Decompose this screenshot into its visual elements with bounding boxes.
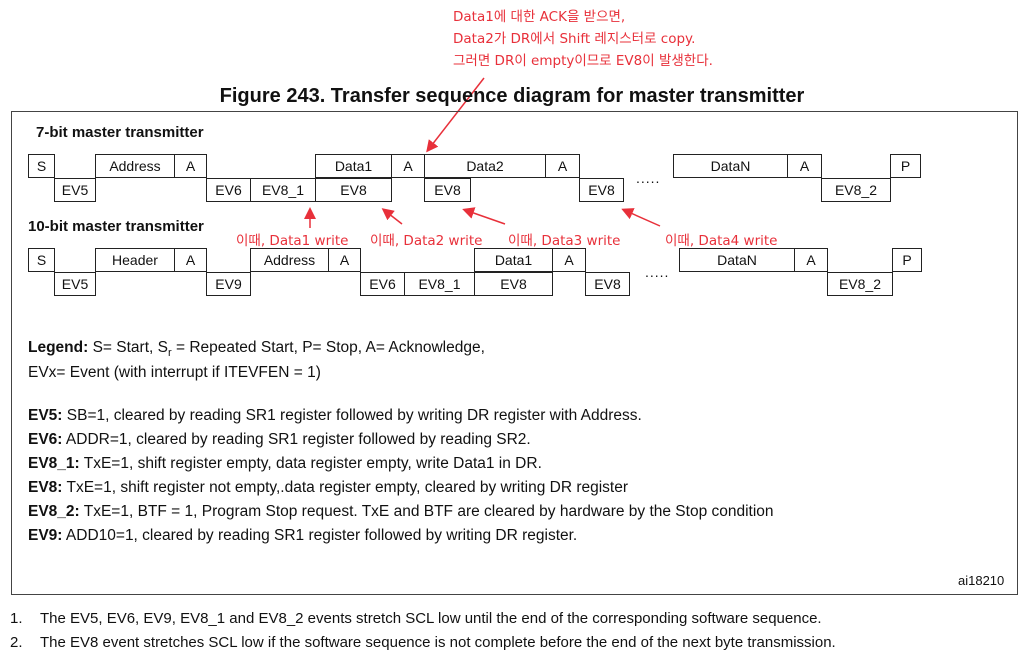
event-row: EV6: ADDR=1, cleared by reading SR1 regi… bbox=[28, 428, 774, 452]
legend-line-2: EVx= Event (with interrupt if ITEVFEN = … bbox=[28, 364, 321, 382]
event-name: EV9: bbox=[28, 527, 63, 544]
seven-bit-ack-cell: A bbox=[787, 154, 822, 178]
ten-bit-ev5-cell: EV5 bbox=[54, 272, 96, 296]
ten-bit-ev8-cell: EV8 bbox=[585, 272, 630, 296]
seven-bit-ellipsis: ..... bbox=[636, 170, 661, 186]
ten-bit-ack-cell: A bbox=[174, 248, 207, 272]
ten-bit-ellipsis: ..... bbox=[645, 264, 670, 280]
event-row: EV5: SB=1, cleared by reading SR1 regist… bbox=[28, 404, 774, 428]
seven-bit-ev8-cell: EV8 bbox=[579, 178, 624, 202]
event-desc: ADD10=1, cleared by reading SR1 register… bbox=[65, 527, 578, 544]
annotation-data3-write: 이때, Data3 write bbox=[508, 233, 621, 249]
legend: Legend: S= Start, Sr = Repeated Start, P… bbox=[28, 338, 485, 383]
diagram-frame bbox=[11, 111, 1018, 595]
annotation-data2-write: 이때, Data2 write bbox=[370, 233, 483, 249]
annotation-top: Data1에 대한 ACK을 받으면, Data2가 DR에서 Shift 레지… bbox=[453, 6, 713, 72]
ten-bit-ev6-cell: EV6 bbox=[360, 272, 405, 296]
footnotes: 1. The EV5, EV6, EV9, EV8_1 and EV8_2 eve… bbox=[10, 607, 836, 655]
seven-bit-label: 7-bit master transmitter bbox=[36, 124, 204, 141]
annotation-top-arrow bbox=[426, 77, 485, 153]
ten-bit-ack-cell: A bbox=[552, 248, 586, 272]
ten-bit-ev8-1-cell: EV8_1 bbox=[404, 272, 475, 296]
seven-bit-ev8-cell: EV8 bbox=[424, 178, 471, 202]
seven-bit-address-cell: Address bbox=[95, 154, 175, 178]
legend-prefix: Legend: bbox=[28, 339, 89, 356]
footnote-text: The EV8 event stretches SCL low if the s… bbox=[40, 634, 836, 651]
ten-bit-header-cell: Header bbox=[95, 248, 175, 272]
ten-bit-ev8-cell: EV8 bbox=[474, 272, 553, 296]
seven-bit-data2-cell: Data2 bbox=[424, 154, 546, 178]
seven-bit-start-cell: S bbox=[28, 154, 55, 178]
seven-bit-ev6-cell: EV6 bbox=[206, 178, 251, 202]
annotation-top-line: Data1에 대한 ACK을 받으면, bbox=[453, 9, 626, 25]
legend-subscript: r bbox=[167, 347, 172, 360]
legend-text: = Repeated Start, P= Stop, A= Acknowledg… bbox=[175, 339, 485, 356]
ten-bit-start-cell: S bbox=[28, 248, 55, 272]
annotation-arrow-4 bbox=[621, 208, 661, 227]
seven-bit-ev8-1-cell: EV8_1 bbox=[250, 178, 316, 202]
seven-bit-datan-cell: DataN bbox=[673, 154, 788, 178]
annotation-data1-write: 이때, Data1 write bbox=[236, 233, 349, 249]
footnote-text: The EV5, EV6, EV9, EV8_1 and EV8_2 event… bbox=[40, 610, 822, 627]
seven-bit-data1-cell: Data1 bbox=[315, 154, 392, 178]
annotation-top-line: 그러면 DR이 empty이므로 EV8이 발생한다. bbox=[453, 53, 713, 69]
seven-bit-ack-cell: A bbox=[174, 154, 207, 178]
annotation-data4-write: 이때, Data4 write bbox=[665, 233, 778, 249]
legend-text: S= Start, S bbox=[92, 339, 168, 356]
ten-bit-datan-cell: DataN bbox=[679, 248, 795, 272]
ten-bit-ev9-cell: EV9 bbox=[206, 272, 251, 296]
event-name: EV5: bbox=[28, 407, 63, 424]
event-definitions: EV5: SB=1, cleared by reading SR1 regist… bbox=[28, 404, 774, 548]
ten-bit-ev8-2-cell: EV8_2 bbox=[827, 272, 893, 296]
event-desc: TxE=1, BTF = 1, Program Stop request. Tx… bbox=[83, 503, 774, 520]
event-row: EV8_2: TxE=1, BTF = 1, Program Stop requ… bbox=[28, 500, 774, 524]
seven-bit-ev8-2-cell: EV8_2 bbox=[821, 178, 891, 202]
event-name: EV8_1: bbox=[28, 455, 80, 472]
ten-bit-data1-cell: Data1 bbox=[474, 248, 553, 272]
footnote: 1. The EV5, EV6, EV9, EV8_1 and EV8_2 eve… bbox=[10, 607, 836, 631]
ten-bit-label: 10-bit master transmitter bbox=[28, 218, 204, 235]
event-row: EV8_1: TxE=1, shift register empty, data… bbox=[28, 452, 774, 476]
event-desc: TxE=1, shift register empty, data regist… bbox=[83, 455, 542, 472]
footnote-number: 1. bbox=[10, 610, 23, 627]
seven-bit-ev8-cell: EV8 bbox=[315, 178, 392, 202]
ten-bit-ack-cell: A bbox=[328, 248, 361, 272]
seven-bit-ack-cell: A bbox=[545, 154, 580, 178]
annotation-arrow-2 bbox=[381, 208, 403, 225]
figure-id: ai18210 bbox=[958, 573, 1005, 588]
event-name: EV6: bbox=[28, 431, 63, 448]
annotation-top-line: Data2가 DR에서 Shift 레지스터로 copy. bbox=[453, 31, 696, 47]
event-row: EV8: TxE=1, shift register not empty,.da… bbox=[28, 476, 774, 500]
legend-line-1: Legend: S= Start, Sr = Repeated Start, P… bbox=[28, 338, 485, 363]
event-name: EV8_2: bbox=[28, 503, 80, 520]
seven-bit-ev5-cell: EV5 bbox=[54, 178, 96, 202]
event-name: EV8: bbox=[28, 479, 63, 496]
ten-bit-ack-cell: A bbox=[794, 248, 828, 272]
footnote: 2. The EV8 event stretches SCL low if the… bbox=[10, 631, 836, 655]
event-row: EV9: ADD10=1, cleared by reading SR1 reg… bbox=[28, 524, 774, 548]
ten-bit-stop-cell: P bbox=[892, 248, 922, 272]
ten-bit-address-cell: Address bbox=[250, 248, 329, 272]
seven-bit-ack-cell: A bbox=[391, 154, 425, 178]
event-desc: TxE=1, shift register not empty,.data re… bbox=[66, 479, 629, 496]
seven-bit-stop-cell: P bbox=[890, 154, 921, 178]
event-desc: SB=1, cleared by reading SR1 register fo… bbox=[66, 407, 642, 424]
event-desc: ADDR=1, cleared by reading SR1 register … bbox=[65, 431, 531, 448]
figure-title: Figure 243. Transfer sequence diagram fo… bbox=[219, 85, 805, 107]
footnote-number: 2. bbox=[10, 634, 23, 651]
annotation-arrow-3 bbox=[462, 207, 506, 225]
